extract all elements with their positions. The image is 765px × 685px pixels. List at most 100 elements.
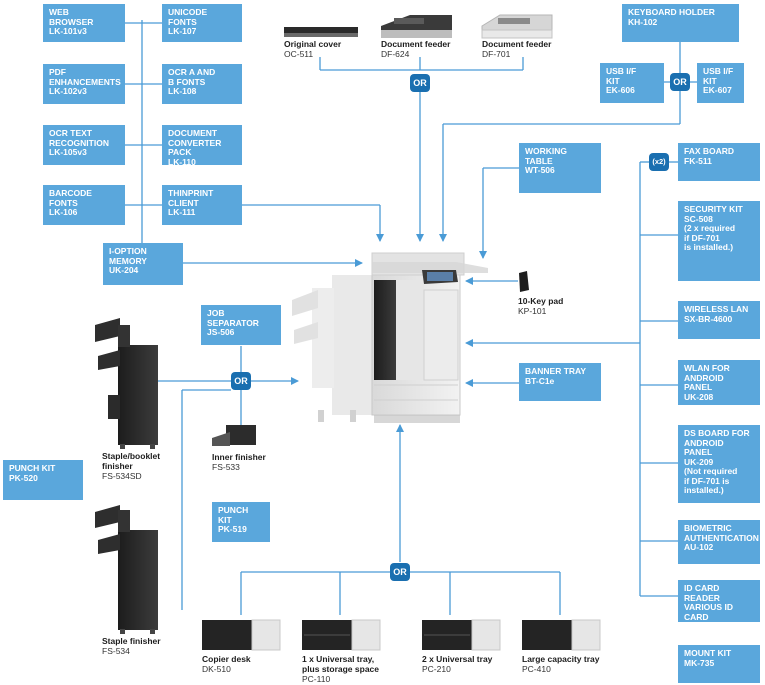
label-keypad: 10-Key pad KP-101: [518, 296, 564, 317]
option-security-kit[interactable]: Security kit SC-508 (2 x required if DF-…: [678, 201, 760, 281]
option-title: ID card reader various ID card technolog…: [684, 583, 753, 632]
document-feeder-df624-illustration: [381, 15, 452, 38]
option-title: WLAN for Android panel: [684, 363, 730, 393]
option-unicode-fonts[interactable]: Unicode fonts LK-107: [162, 4, 242, 42]
product-code: KP-101: [518, 305, 547, 316]
option-web-browser[interactable]: Web browser LK-101v3: [43, 4, 125, 42]
product-code: PC-210: [422, 663, 451, 674]
option-job-separator[interactable]: Job separator JS-506: [201, 305, 281, 345]
option-code: WT-506: [525, 165, 555, 176]
option-working-table[interactable]: Working table WT-506: [519, 143, 601, 193]
option-code: FK-511: [684, 155, 712, 166]
label-inner-finisher: Inner finisher FS-533: [212, 452, 266, 473]
option-punch-kit-pk520[interactable]: Punch kit PK-520: [3, 460, 83, 500]
document-feeder-df701-illustration: [481, 14, 553, 39]
label-staple-finisher: Staple finisher FS-534: [102, 636, 161, 657]
option-code: LK-111: [168, 207, 196, 218]
product-code: DF-701: [482, 48, 511, 59]
staple-booklet-finisher-illustration: [95, 318, 158, 449]
option-title: Punch kit: [218, 505, 249, 525]
label-staple-booklet-finisher: Staple/booklet finisher FS-534SD: [102, 451, 161, 481]
attached-finisher-illustration: [292, 275, 372, 422]
option-usb-if-kit-ek607[interactable]: USB I/F kit EK-607: [697, 63, 744, 103]
x2-badge-fax-board: (x2): [649, 153, 669, 171]
product-code: FS-534SD: [102, 470, 142, 481]
option-code: EK-607: [703, 85, 732, 96]
option-title: Punch kit: [9, 463, 56, 473]
option-biometric-authentication[interactable]: Biometric authentication AU-102: [678, 520, 760, 564]
option-i-option-memory[interactable]: i-Option memory UK-204: [103, 243, 183, 285]
option-pdf-enhancements[interactable]: PDF enhancements LK-102v3: [43, 64, 125, 104]
option-ocr-a-b-fonts[interactable]: OCR A and B fonts LK-108: [162, 64, 242, 104]
option-code: PK-519: [218, 524, 247, 535]
option-code: UK-209 (Not required if DF-701 is instal…: [684, 456, 738, 496]
option-title: DS board for Android panel: [684, 428, 750, 458]
product-name: 10-Key pad: [518, 296, 564, 306]
label-document-feeder-df624: Document feeder DF-624: [381, 39, 450, 60]
label-original-cover: Original cover OC-511: [284, 39, 342, 60]
option-title: PDF enhancements: [49, 67, 121, 87]
copier-desk-illustration: [202, 619, 281, 651]
product-name: 1 x Universal tray, plus storage space: [302, 654, 380, 674]
option-title: i-Option memory: [109, 246, 147, 266]
staple-finisher-illustration: [95, 505, 158, 634]
universal-tray-pc110-illustration: [302, 619, 381, 651]
option-code: UK-208: [684, 391, 714, 402]
large-capacity-tray-illustration: [522, 619, 601, 651]
option-document-converter-pack[interactable]: Document converter pack LK-110: [162, 125, 242, 167]
option-wlan-android-panel[interactable]: WLAN for Android panel UK-208: [678, 360, 760, 405]
label-large-capacity-tray: Large capacity tray PC-410: [522, 654, 599, 675]
option-title: Keyboard holder: [628, 7, 715, 17]
option-title: OCR text recognition: [49, 128, 109, 148]
option-code: JS-506: [207, 327, 235, 338]
option-ds-board-android-panel[interactable]: DS board for Android panel UK-209 (Not r…: [678, 425, 760, 503]
option-code: LK-106: [49, 207, 78, 218]
option-code: AU-102: [684, 542, 714, 553]
product-code: DF-624: [381, 48, 410, 59]
option-code: PK-520: [9, 472, 38, 483]
option-keyboard-holder[interactable]: Keyboard holder KH-102: [622, 4, 739, 42]
product-name: Document feeder: [482, 39, 552, 49]
original-cover-illustration: [284, 27, 358, 37]
option-wireless-lan[interactable]: Wireless LAN SX-BR-4600: [678, 301, 760, 339]
product-name: Original cover: [284, 39, 342, 49]
keypad-illustration: [519, 271, 529, 292]
product-name: Staple finisher: [102, 636, 161, 646]
option-id-card-reader[interactable]: ID card reader various ID card technolog…: [678, 580, 760, 631]
product-name: Staple/booklet finisher: [102, 451, 161, 471]
option-code: LK-107: [168, 26, 197, 37]
option-usb-if-kit-ek606[interactable]: USB I/F kit EK-606: [600, 63, 664, 103]
option-code: LK-110: [168, 156, 196, 167]
product-code: DK-510: [202, 663, 231, 674]
option-thinprint-client[interactable]: ThinPrint client LK-111: [162, 185, 242, 225]
option-title: Wireless LAN: [684, 304, 749, 314]
product-code: FS-534: [102, 645, 130, 656]
product-name: 2 x Universal tray: [422, 654, 493, 664]
option-mount-kit[interactable]: Mount kit MK-735: [678, 645, 760, 683]
option-code: BT-C1e: [525, 375, 555, 386]
option-code: SX-BR-4600: [684, 313, 733, 324]
option-fax-board[interactable]: Fax board FK-511: [678, 143, 760, 181]
option-ocr-text-recognition[interactable]: OCR text recognition LK-105v3: [43, 125, 125, 165]
option-title: OCR A and B fonts: [168, 67, 216, 87]
option-title: Unicode fonts: [168, 7, 208, 27]
product-code: OC-511: [284, 48, 314, 59]
main-device-illustration: [292, 252, 488, 423]
option-title: ThinPrint client: [168, 188, 214, 208]
option-title: Document converter pack: [168, 128, 222, 158]
option-code: MK-735: [684, 657, 715, 668]
universal-tray-pc210-illustration: [422, 619, 501, 651]
option-barcode-fonts[interactable]: Barcode fonts LK-106: [43, 185, 125, 225]
product-name: Inner finisher: [212, 452, 266, 462]
product-code: PC-110: [302, 673, 331, 684]
label-document-feeder-df701: Document feeder DF-701: [482, 39, 552, 60]
option-title: Mount kit: [684, 648, 732, 658]
option-punch-kit-pk519[interactable]: Punch kit PK-519: [212, 502, 270, 542]
inner-finisher-illustration: [212, 425, 256, 446]
option-title: Fax board: [684, 146, 735, 156]
option-code: LK-102v3: [49, 86, 87, 97]
option-code: EK-606: [606, 85, 635, 96]
option-title: Security kit: [684, 204, 743, 214]
option-banner-tray[interactable]: Banner tray BT-C1e: [519, 363, 601, 401]
